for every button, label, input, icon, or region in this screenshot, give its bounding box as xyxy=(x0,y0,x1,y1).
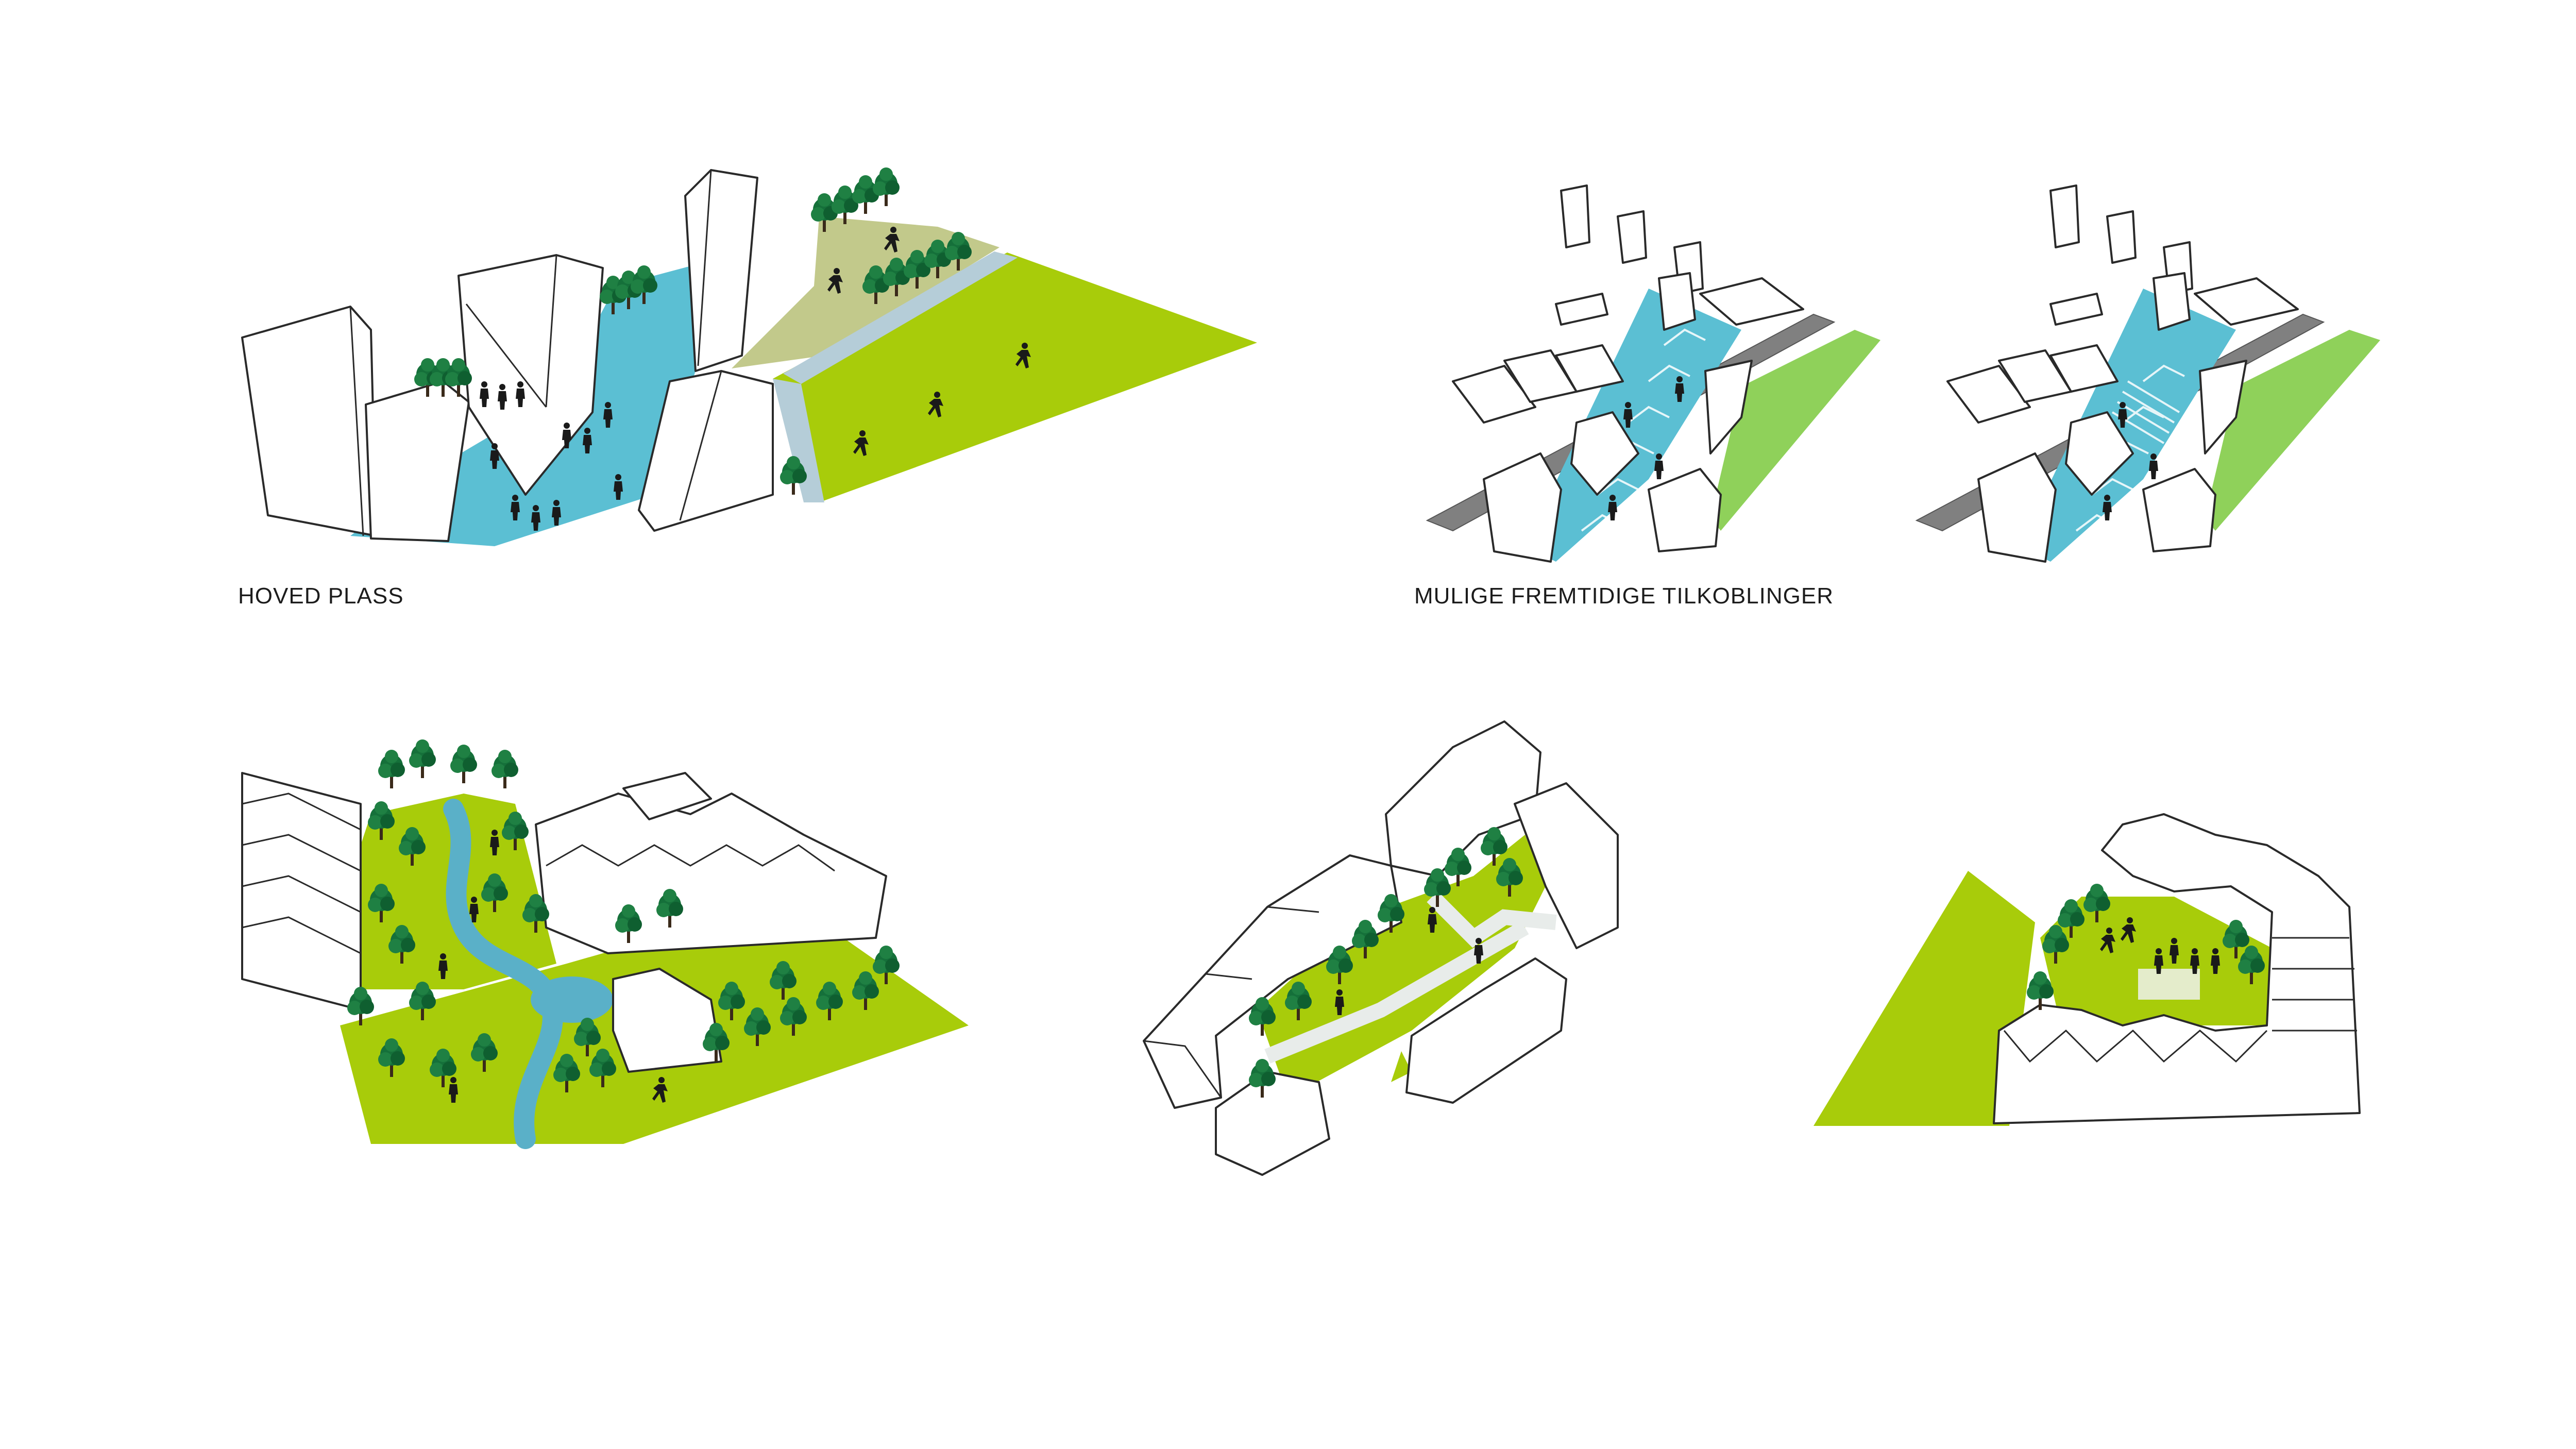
caption-hoved-plass: HOVED PLASS xyxy=(238,583,404,609)
building xyxy=(1977,452,2057,563)
green-strip xyxy=(1710,330,1880,531)
building-east xyxy=(1514,782,1619,949)
low-block xyxy=(1452,365,1536,424)
building xyxy=(2199,360,2247,454)
panel-hoved-plass xyxy=(241,167,1257,546)
building xyxy=(1570,411,1639,496)
zigzag-building xyxy=(535,793,887,954)
low-block xyxy=(2049,344,2119,393)
building-south xyxy=(1405,957,1567,1104)
building xyxy=(1648,468,1722,552)
low-block xyxy=(1946,365,2031,424)
tower xyxy=(1560,184,1590,248)
blue-connection-plaza xyxy=(2020,289,2236,562)
building xyxy=(2142,468,2216,552)
open-field xyxy=(1814,871,2035,1126)
blue-connection-plaza xyxy=(1525,289,1741,562)
low-block xyxy=(1555,344,1624,393)
building-long xyxy=(1143,854,1402,1109)
pale-path-lower xyxy=(773,379,824,502)
building xyxy=(1704,360,1753,454)
panel-connection-option-1 xyxy=(1426,184,1880,563)
building xyxy=(684,169,758,372)
play-court xyxy=(2138,969,2200,1000)
tower xyxy=(2049,184,2080,248)
caption-mulige-tilkoblinger: MULIGE FREMTIDIGE TILKOBLINGER xyxy=(1414,583,1834,609)
building xyxy=(2065,411,2134,496)
courtyard-path xyxy=(1264,891,1557,1064)
stepped-building xyxy=(241,772,362,1011)
low-block xyxy=(1555,293,1608,326)
low-block xyxy=(2049,293,2103,326)
building xyxy=(365,380,470,542)
pond xyxy=(531,976,613,1023)
tower xyxy=(1617,210,1647,264)
tower xyxy=(2106,210,2137,264)
river xyxy=(443,799,563,1149)
building xyxy=(1658,272,1696,331)
pale-path xyxy=(783,251,1018,384)
building xyxy=(2153,272,2191,331)
panel-courtyard-park xyxy=(1143,720,1619,1176)
green-strip xyxy=(2205,330,2380,531)
panel-forest-park xyxy=(241,739,969,1149)
building xyxy=(612,968,722,1073)
panel-field-courtyard xyxy=(1814,813,2361,1126)
building xyxy=(1483,452,1562,563)
building xyxy=(2194,277,2299,326)
building xyxy=(622,772,712,820)
building xyxy=(1699,277,1804,326)
building-corner xyxy=(1215,1071,1330,1176)
panel-connection-option-2 xyxy=(1915,184,2380,563)
